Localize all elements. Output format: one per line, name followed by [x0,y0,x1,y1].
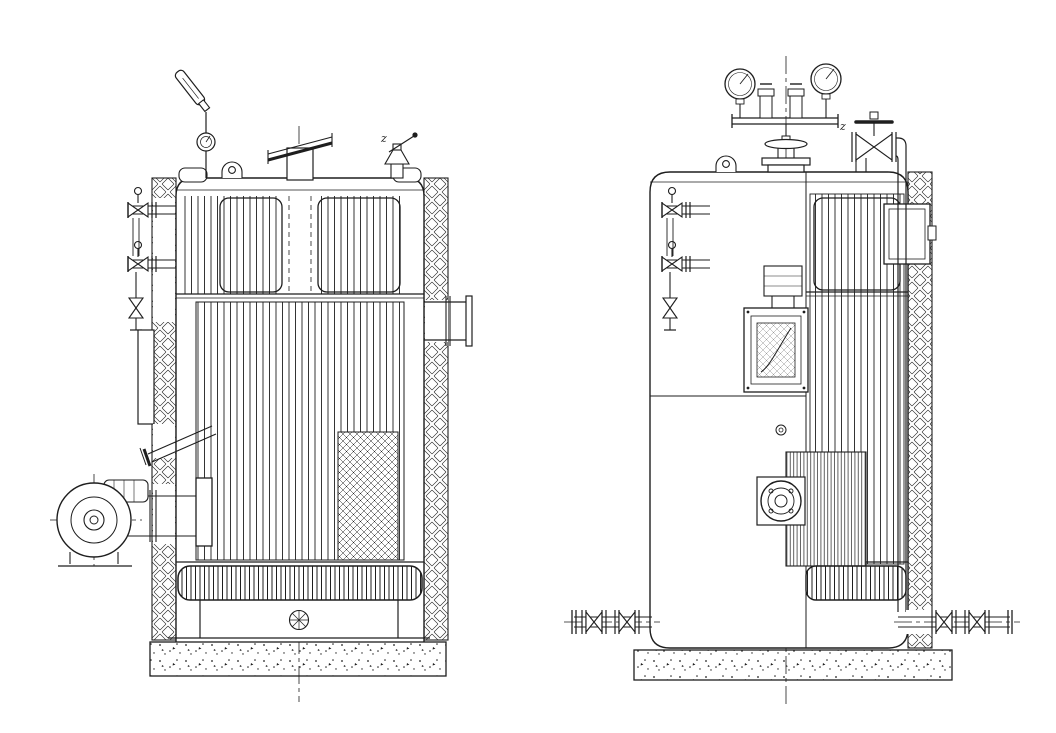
base-skirt [168,600,430,639]
pressure-gauge-right [810,63,842,100]
sight-port [775,424,787,436]
door-latch [927,225,937,241]
pressure-gauge-left [724,68,756,105]
fire-tube-bank [176,301,424,563]
lifting-lug [221,161,243,178]
stop-valve-assembly: z [839,111,907,612]
control-panel [743,265,809,436]
gauge-manifold-assembly [724,63,842,138]
steam-dome-handwheel [761,135,811,173]
blowdown-valves-left [564,610,660,634]
gauge-drain-valve [127,272,145,331]
burner-feed-pipe [139,424,217,467]
drain-rosette [288,609,310,631]
bottom-ring [177,565,423,601]
bottom-ring [805,565,907,601]
steam-downpipe [896,137,907,612]
safety-valve: z [380,132,418,179]
water-level-gauge [661,186,710,331]
upper-tube-nest [176,194,424,299]
right-view: z [564,56,1020,704]
burner-mounting-flange [756,476,806,526]
blower-fan [56,482,132,558]
panel-junction-box [763,265,803,297]
safety-valve-mark: z [380,132,387,145]
manhole-cover-left [219,197,283,293]
duct-mounting-plate [195,477,213,547]
concrete-foundation [633,649,953,681]
gauge-cocks [757,83,805,119]
lifting-lug [715,155,737,172]
left-view: z [50,69,473,702]
concrete-foundation [149,641,447,677]
flue-stack-with-damper [267,133,333,181]
manhole-cover-right [317,197,401,293]
stop-valve-mark: z [839,120,846,133]
steam-outlet-flange [424,295,473,347]
blower-assembly [50,474,213,567]
thermometer-assembly [174,69,216,178]
water-level-gauge [127,186,176,331]
access-door [883,203,937,265]
thermometer [174,69,211,113]
inspection-door [137,329,155,425]
blowdown-valves-right [894,610,1020,634]
